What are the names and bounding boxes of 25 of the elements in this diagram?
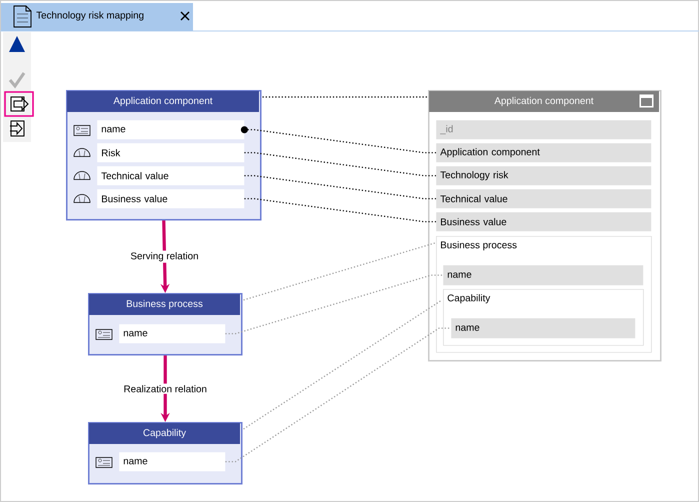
- field: name: [443, 265, 644, 286]
- field: Technology risk: [436, 166, 652, 186]
- connector: [240, 126, 436, 154]
- connector: [225, 274, 443, 334]
- field: name: [119, 452, 226, 472]
- field: Business value: [97, 189, 244, 208]
- connector: [243, 242, 436, 301]
- field: name: [451, 318, 636, 338]
- edge-label: Realization relation: [122, 384, 208, 394]
- edge-label: Serving relation: [128, 250, 200, 263]
- field: name: [97, 120, 244, 140]
- field: Risk: [97, 143, 244, 162]
- field: _id: [436, 120, 652, 140]
- connector: [243, 300, 442, 430]
- field: Technical value: [436, 189, 652, 208]
- connector: [262, 96, 427, 98]
- tab: Technology risk mapping: [1, 3, 193, 31]
- connector: [244, 198, 436, 222]
- field: name: [119, 324, 226, 344]
- connector: [244, 175, 436, 200]
- connector: [225, 328, 451, 462]
- field: Application component: [436, 143, 652, 162]
- field: Technical value: [97, 166, 244, 186]
- field: Business value: [436, 212, 652, 232]
- connector: [244, 152, 436, 176]
